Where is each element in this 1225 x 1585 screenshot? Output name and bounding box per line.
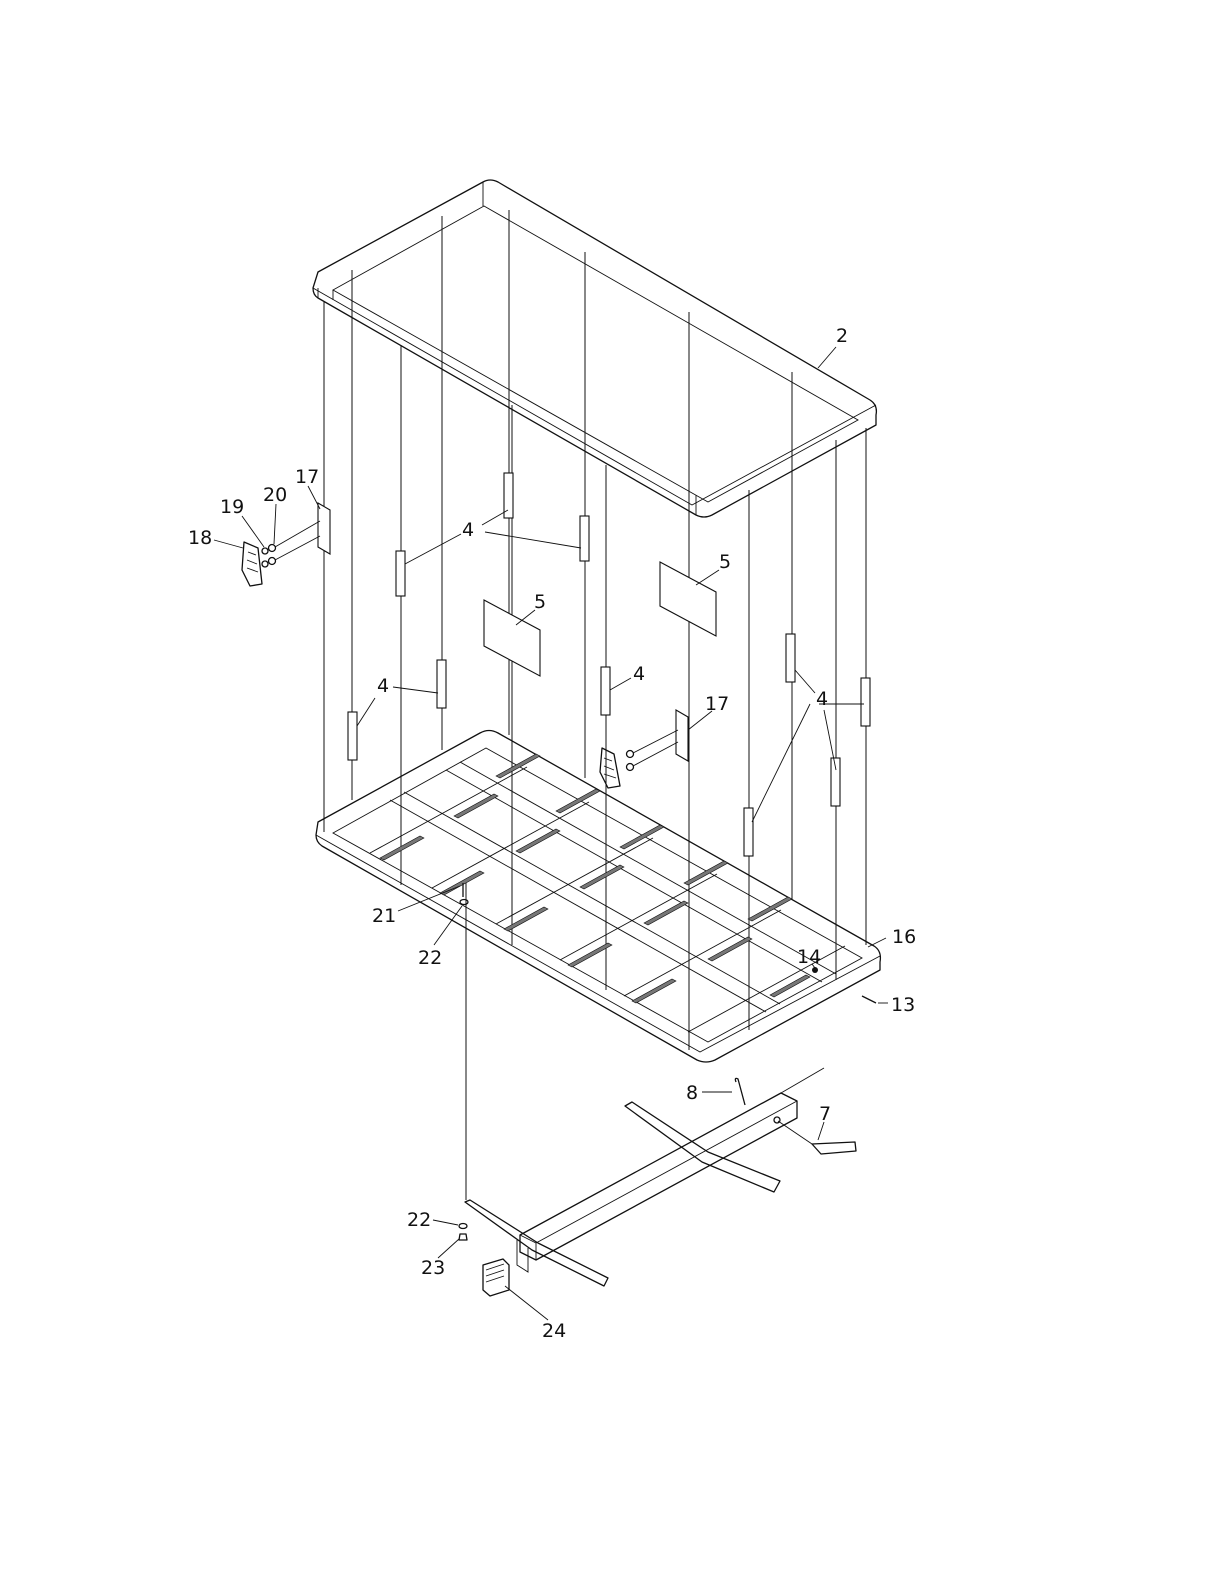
bracket-4 [601, 667, 610, 715]
callout-19: 19 [220, 496, 244, 518]
callout-13: 13 [891, 994, 915, 1016]
callout-8: 8 [686, 1082, 698, 1104]
bracket-4 [396, 551, 405, 596]
light-18 [242, 542, 262, 586]
mount-plate-17 [676, 710, 688, 761]
callout-22: 22 [407, 1209, 431, 1231]
hitch-frame [459, 1068, 856, 1296]
washer-22 [459, 1224, 467, 1229]
nut-23 [459, 1234, 467, 1240]
washer-22 [460, 900, 468, 905]
floor-slats [380, 754, 810, 1003]
washer-19 [262, 561, 268, 567]
callout-17: 17 [295, 466, 319, 488]
callout-17: 17 [705, 693, 729, 715]
bracket-4 [861, 678, 870, 726]
nut-20 [269, 545, 276, 552]
assembly-lines [324, 210, 866, 1200]
callout-5: 5 [719, 551, 731, 573]
lamp-24 [483, 1259, 509, 1296]
callout-4: 4 [816, 688, 828, 710]
mount-plate-17 [318, 503, 330, 554]
washer-19 [262, 548, 268, 554]
callout-18: 18 [188, 527, 212, 549]
callout-4: 4 [377, 675, 389, 697]
plates [484, 562, 716, 676]
bracket-4 [786, 634, 795, 682]
bracket-4 [831, 758, 840, 806]
callout-22: 22 [418, 947, 442, 969]
callout-24: 24 [542, 1320, 566, 1342]
callout-4: 4 [462, 519, 474, 541]
plate-5 [660, 562, 716, 636]
bracket-4 [744, 808, 753, 856]
lights [242, 521, 678, 788]
callout-2: 2 [836, 325, 848, 347]
nut-20 [269, 558, 276, 565]
bracket-4 [437, 660, 446, 708]
callout-14: 14 [797, 946, 821, 968]
callout-4: 4 [633, 663, 645, 685]
callout-5: 5 [534, 591, 546, 613]
callout-16: 16 [892, 926, 916, 948]
callout-23: 23 [421, 1257, 445, 1279]
callout-20: 20 [263, 484, 287, 506]
bracket-4 [580, 516, 589, 561]
callout-7: 7 [819, 1103, 831, 1125]
callout-21: 21 [372, 905, 396, 927]
bracket-4 [348, 712, 357, 760]
